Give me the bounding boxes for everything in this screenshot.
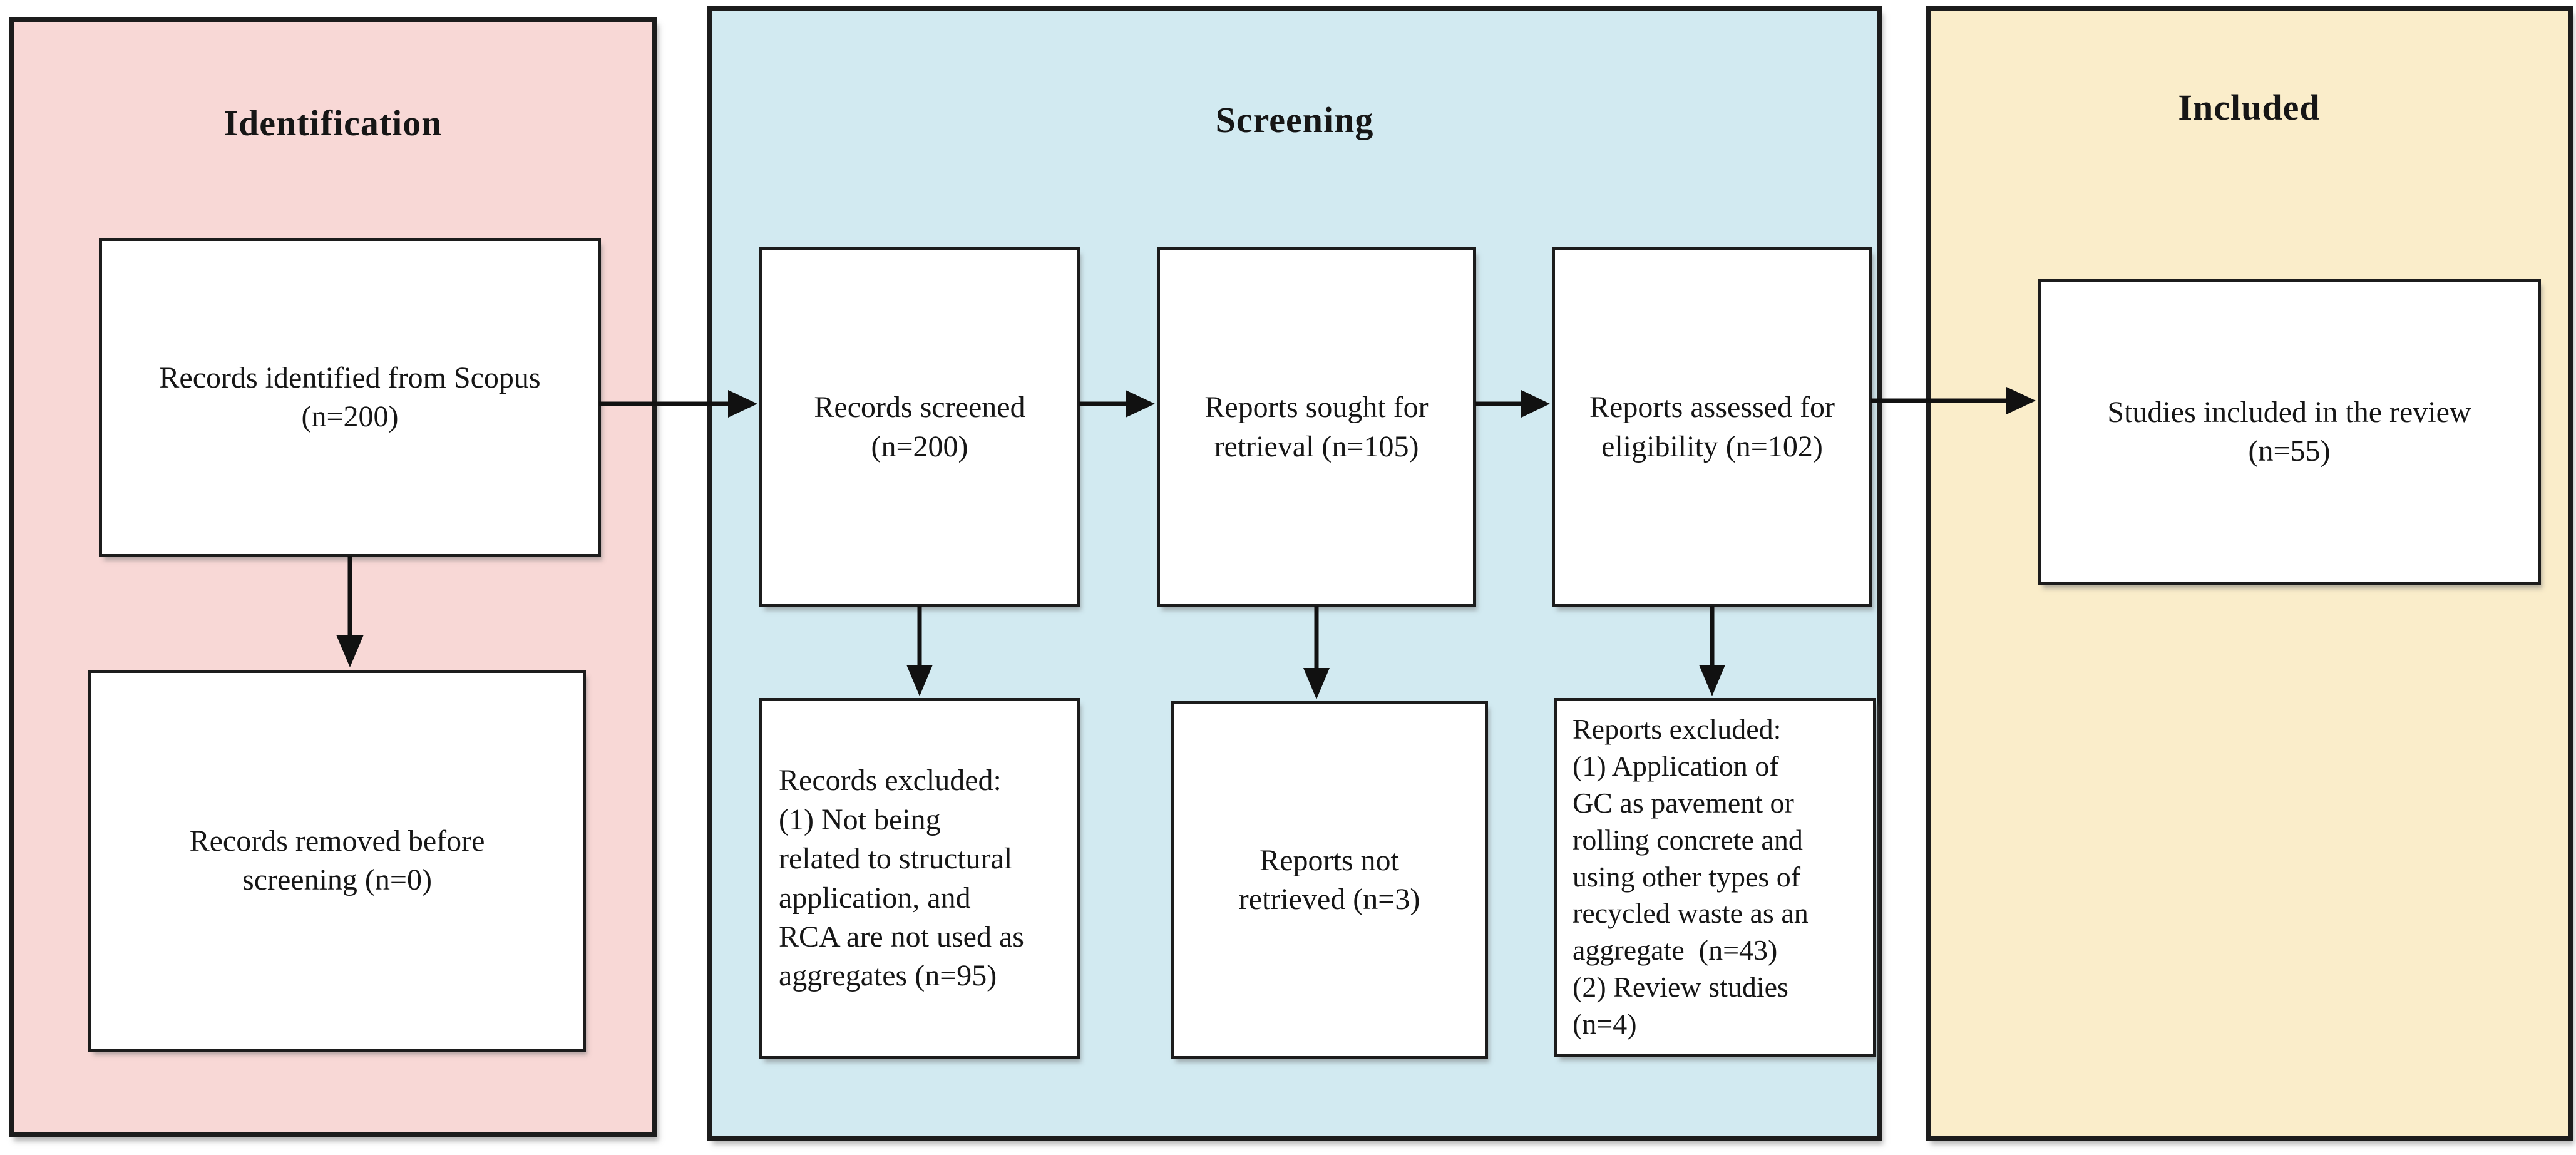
panel-title-included: Included (2178, 87, 2321, 128)
box-records-removed: Records removed before screening (n=0) (88, 670, 586, 1052)
box-records-identified: Records identified from Scopus (n=200) (99, 238, 601, 557)
box-reports-assessed: Reports assessed for eligibility (n=102) (1552, 247, 1872, 607)
box-reports-excluded: Reports excluded: (1) Application of GC … (1554, 698, 1876, 1057)
box-studies-included: Studies included in the review (n=55) (2038, 279, 2541, 585)
box-records-excluded: Records excluded: (1) Not being related … (759, 698, 1080, 1059)
panel-title-identification: Identification (223, 103, 443, 143)
box-reports-not-retrieved: Reports not retrieved (n=3) (1171, 701, 1488, 1059)
box-records-screened: Records screened (n=200) (759, 247, 1080, 607)
panel-title-screening: Screening (1215, 100, 1374, 140)
box-reports-sought: Reports sought for retrieval (n=105) (1157, 247, 1476, 607)
